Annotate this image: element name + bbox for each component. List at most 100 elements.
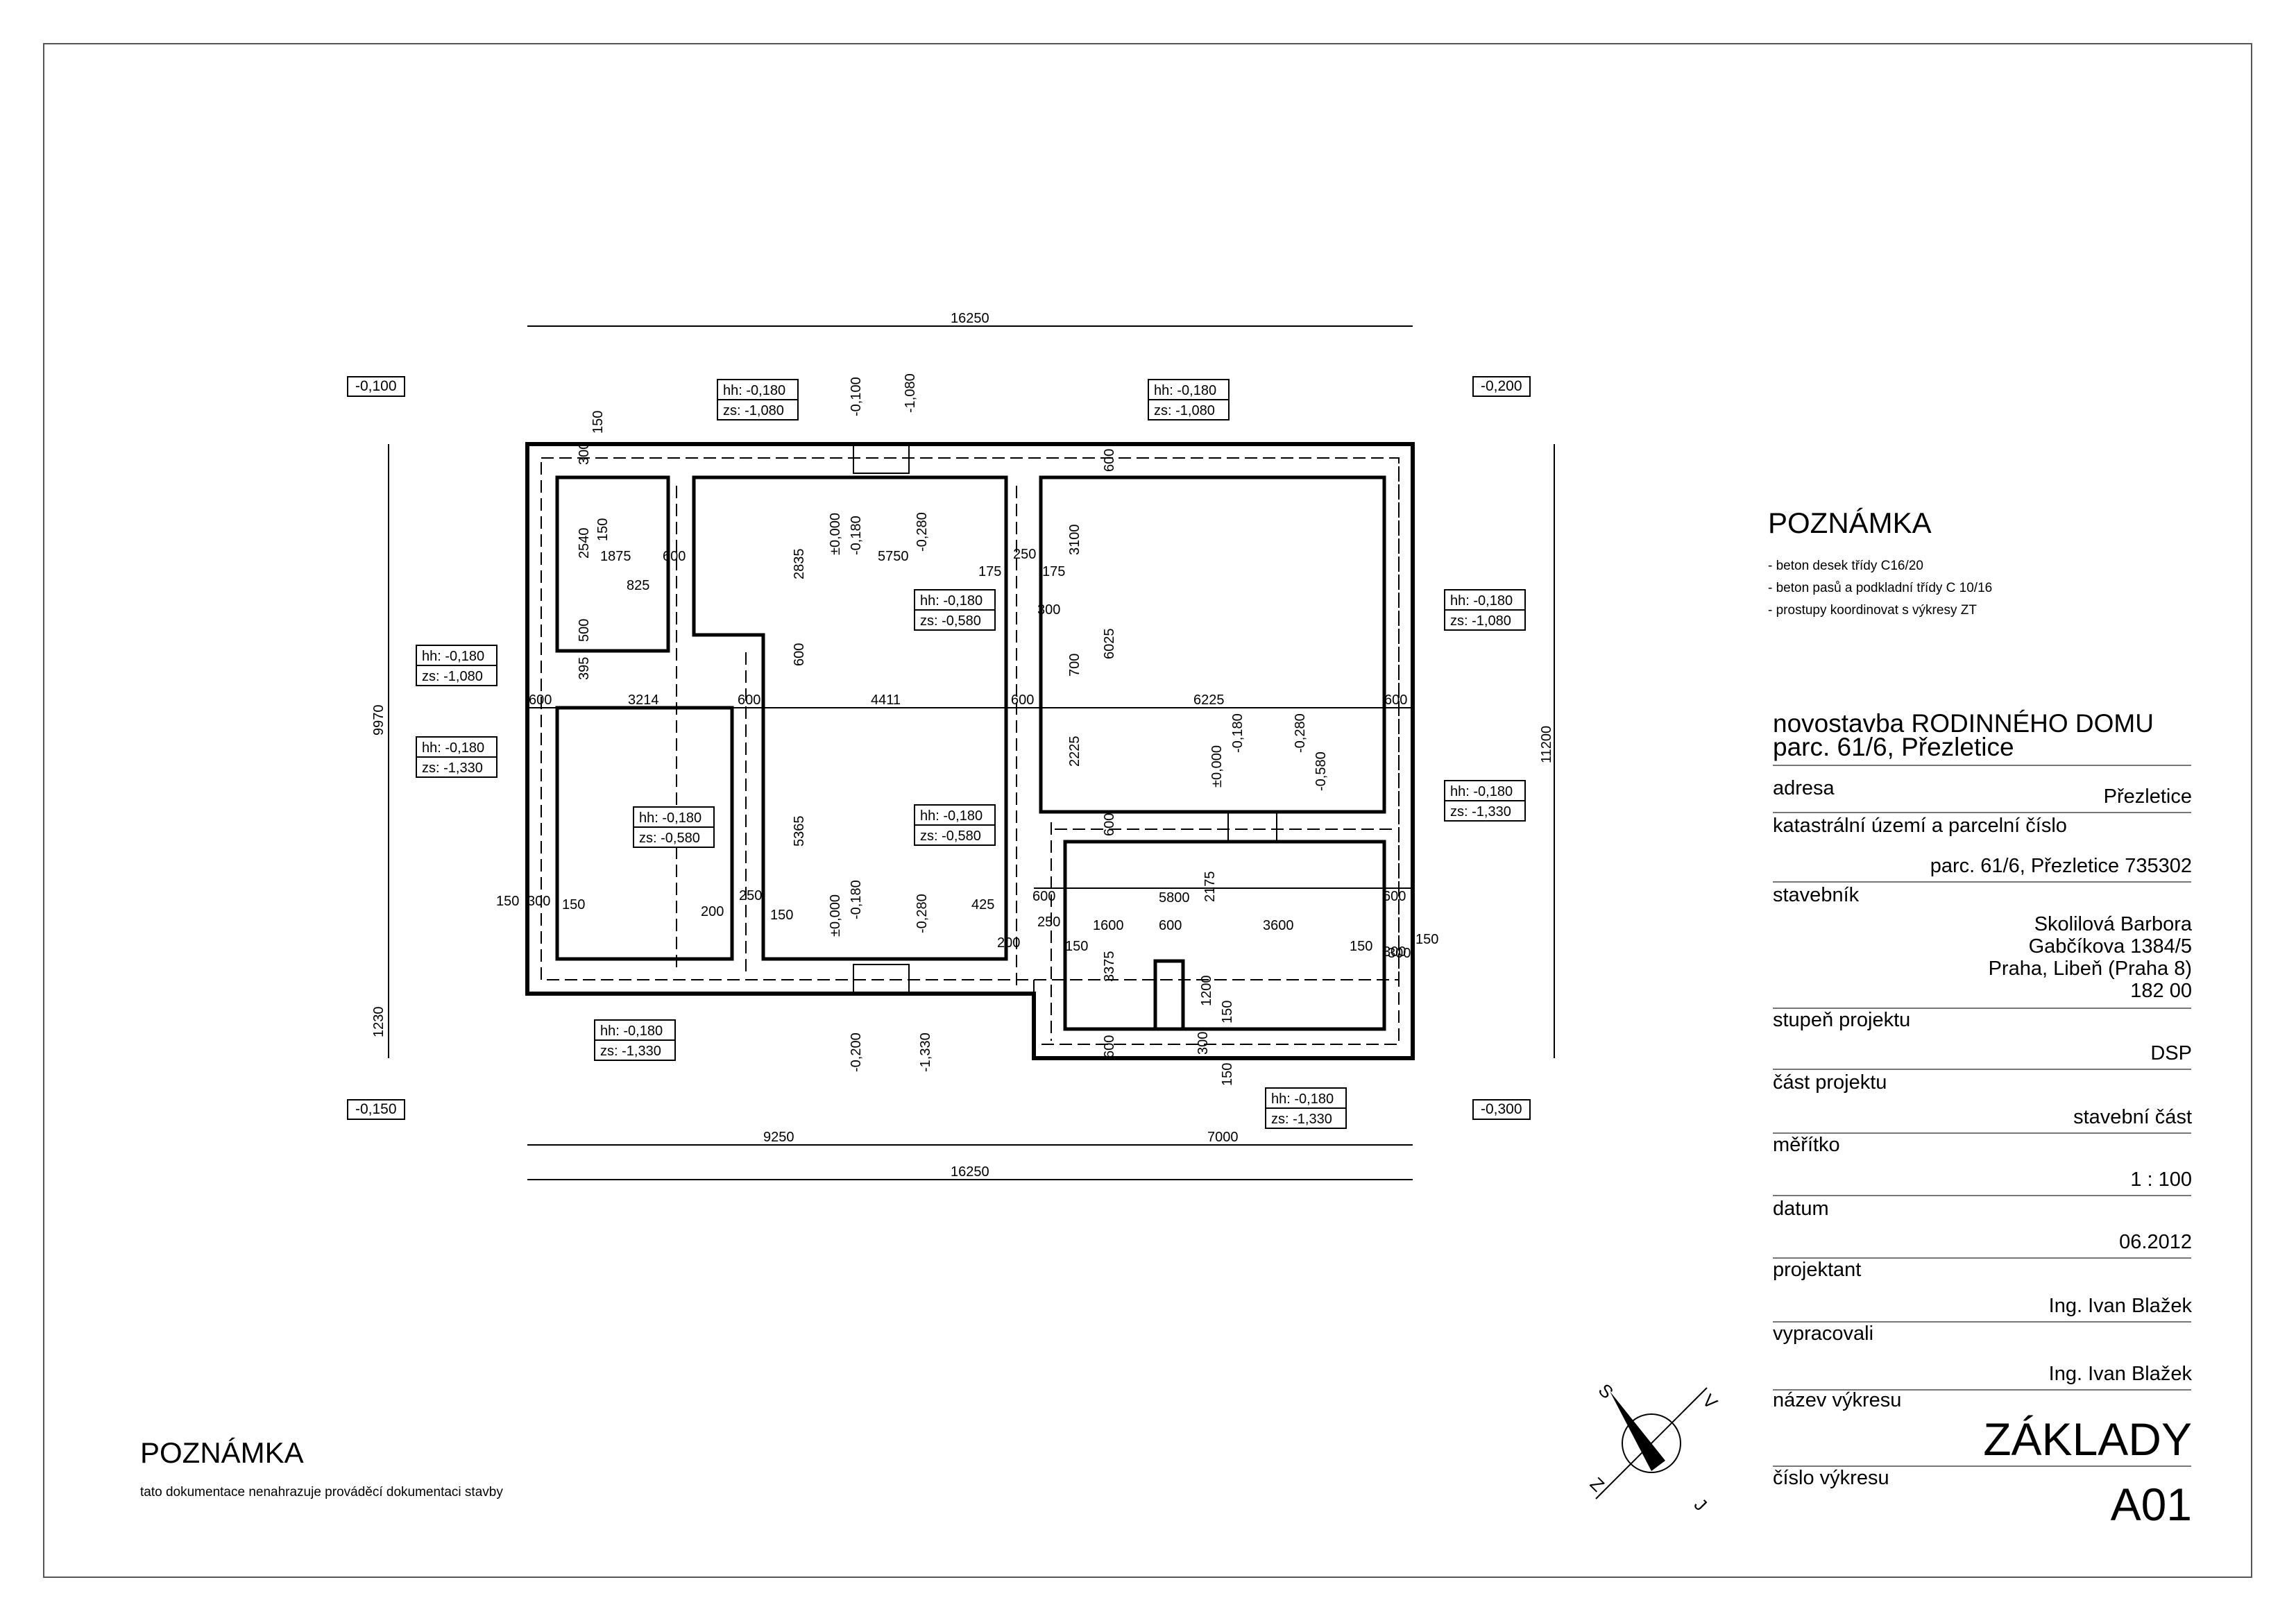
rule-6	[1773, 1132, 2191, 1134]
rule-10	[1773, 1389, 2191, 1391]
level-tag-3-zs: zs: -0,580	[920, 613, 981, 629]
dim-3: 600	[738, 692, 760, 708]
dim-1: 600	[529, 692, 552, 708]
rule-8	[1773, 1257, 2191, 1259]
investor-label: stavebník	[1773, 884, 1860, 906]
level-tag-9-zs: zs: -1,330	[1450, 804, 1511, 819]
dim-9: 600	[663, 549, 686, 564]
level-tag-4-zs: zs: -1,080	[422, 669, 483, 684]
room-right-notch	[1153, 959, 1185, 1029]
north-arrow-head	[1610, 1391, 1665, 1471]
level-tag-10-hh: hh: -0,180	[600, 1023, 663, 1039]
room-center	[692, 475, 1008, 961]
level-tag-1-hh: hh: -0,180	[723, 383, 785, 398]
level-tag-11-hh: hh: -0,180	[1271, 1091, 1334, 1107]
dim-53: 300	[1196, 1032, 1211, 1055]
dim-35: 600	[1159, 918, 1182, 933]
dim-41: 300	[527, 894, 550, 909]
level-tag-10-zs: zs: -1,330	[600, 1044, 661, 1059]
dim-38: 300	[1388, 946, 1411, 961]
dim-45: 150	[770, 908, 793, 923]
dim-21: 175	[978, 564, 1001, 579]
dim-48: 200	[997, 935, 1020, 951]
vertical-level-9: -0,280	[1293, 713, 1308, 753]
rule-5	[1773, 1069, 2191, 1070]
date-label: datum	[1773, 1198, 1829, 1220]
dim-18: 600	[792, 643, 807, 666]
investor-line-4: 182 00	[2130, 980, 2192, 1002]
scale-label: měřítko	[1773, 1134, 1840, 1156]
dim-50: 150	[1065, 939, 1088, 954]
dim-15: 150	[590, 411, 606, 434]
drawing-no-value: A01	[2110, 1479, 2192, 1530]
vertical-level-1: ±0,000	[828, 513, 843, 555]
designer-value: Ing. Ivan Blažek	[2048, 1295, 2192, 1317]
penetration-bottom	[853, 964, 910, 994]
dim-12: 395	[577, 657, 592, 680]
dim-23: 250	[1013, 547, 1036, 562]
project-title-line1: novostavba RODINNÉHO DOMU	[1773, 709, 2154, 738]
notes-title-bottom: POZNÁMKA	[140, 1436, 304, 1469]
vertical-level-2: -0,180	[849, 516, 864, 555]
investor-line-2: Gabčíkova 1384/5	[2028, 935, 2192, 958]
vertical-level-6: -0,280	[915, 894, 930, 933]
dim-56: 600	[1383, 889, 1406, 904]
dim-51: 1200	[1199, 976, 1214, 1007]
dim-29: 2225	[1067, 736, 1082, 767]
note-line-2: - beton pasů a podkladní třídy C 10/16	[1768, 581, 1993, 595]
vertical-level-5: -0,180	[849, 880, 864, 919]
penetration-right	[1227, 811, 1277, 842]
room-right-lower	[1063, 840, 1386, 1031]
cadastre-label: katastrální území a parcelní číslo	[1773, 815, 2067, 837]
level-tag-9-hh: hh: -0,180	[1450, 784, 1513, 799]
dim-6: 6225	[1193, 692, 1225, 708]
dim-left-lower: 1230	[371, 1007, 386, 1038]
dim-44: 250	[739, 888, 762, 903]
vertical-level-11: -0,100	[849, 377, 864, 416]
dim-54: 600	[1102, 1035, 1117, 1058]
level-tag-2-hh: hh: -0,180	[1154, 383, 1216, 398]
dim-7: 600	[1384, 692, 1407, 708]
part-label: část projektu	[1773, 1071, 1887, 1094]
dim-11: 500	[577, 619, 592, 642]
level-tag-4-hh: hh: -0,180	[422, 649, 484, 664]
dim-24: 300	[1037, 602, 1060, 618]
dim-34: 1600	[1093, 918, 1124, 933]
level-tag-7-zs: zs: -0,580	[639, 831, 700, 846]
level-tag-5-zs: zs: -1,080	[1450, 613, 1511, 629]
dim-49: 250	[1037, 915, 1060, 930]
drawing-no-label: číslo výkresu	[1773, 1467, 1889, 1489]
address-label: adresa	[1773, 777, 1835, 799]
compass-w: Z	[1586, 1473, 1609, 1496]
dim-30: 600	[1102, 813, 1117, 836]
dim-52: 150	[1220, 1001, 1235, 1023]
level-tag-7-hh: hh: -0,180	[639, 810, 701, 826]
north-arrow: S J V Z	[1586, 1379, 1722, 1515]
dim-40: 150	[496, 894, 519, 909]
project-title-line2: parc. 61/6, Přezletice	[1773, 733, 2014, 761]
rule-7	[1773, 1195, 2191, 1196]
investor-line-3: Praha, Libeň (Praha 8)	[1988, 958, 2192, 980]
rule-2	[1773, 812, 2191, 813]
rule-4	[1773, 1008, 2191, 1009]
level-tag-6-zs: zs: -1,330	[422, 760, 483, 776]
level-tag-bottom-right: -0,300	[1472, 1099, 1531, 1120]
rule-9	[1773, 1321, 2191, 1323]
level-tag-6-hh: hh: -0,180	[422, 740, 484, 756]
dim-8: 1875	[600, 549, 631, 564]
note-bottom-text: tato dokumentace nenahrazuje prováděcí d…	[140, 1485, 503, 1499]
prepared-value: Ing. Ivan Blažek	[2048, 1363, 2192, 1385]
dim-17: 2835	[792, 549, 807, 580]
outer-foundation-outline	[525, 442, 1415, 1060]
vertical-level-12: -1,080	[903, 373, 918, 413]
dim-2: 3214	[628, 692, 659, 708]
dim-20: 5750	[878, 549, 909, 564]
dim-31: 2175	[1202, 872, 1218, 903]
level-tag-top-right: -0,200	[1472, 376, 1531, 397]
dim-19: 5365	[792, 816, 807, 847]
drawing-name-value: ZÁKLADY	[1983, 1413, 2192, 1465]
notes-title-right: POZNÁMKA	[1768, 507, 1932, 539]
dim-55: 150	[1220, 1063, 1235, 1086]
dim-43: 200	[701, 904, 724, 919]
cadastre-value: parc. 61/6, Přezletice 735302	[1930, 855, 2192, 877]
